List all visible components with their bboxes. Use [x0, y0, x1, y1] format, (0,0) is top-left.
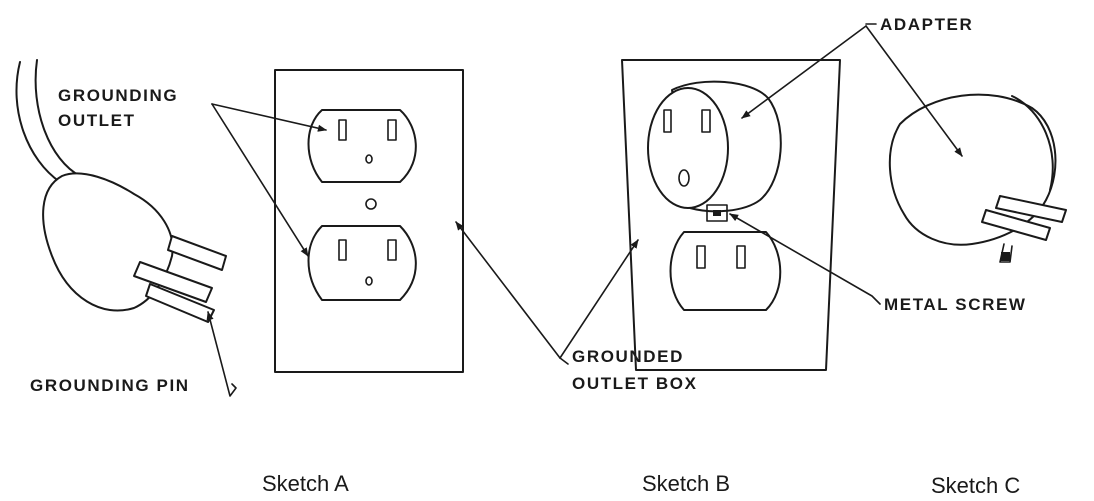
lower-ground-hole [365, 276, 373, 286]
sketch-a-plug [15, 59, 227, 323]
plug-cord-edge-left [15, 61, 61, 183]
adapter-metal-screw [706, 204, 728, 222]
leader-adapter-to-c [865, 25, 963, 157]
leader-lines [206, 23, 963, 397]
plug-cord-edge-right [34, 59, 81, 177]
plug-grounding-pin [145, 283, 215, 323]
sketch-c-prong-lower [981, 209, 1051, 241]
leader-outlet-box-tick [559, 357, 569, 365]
plug-prong-upper [167, 235, 227, 271]
upper-slot-left [338, 119, 347, 141]
label-grounded-outlet-box-line1: GROUNDED [572, 347, 684, 366]
adapter-metal-screw-hole [713, 210, 721, 216]
label-grounding-outlet-line2: OUTLET [58, 111, 136, 130]
sketch-a-outlet [274, 69, 464, 373]
lower-slot-right [387, 239, 397, 261]
label-grounded-outlet-box-line2: OUTLET BOX [572, 374, 698, 393]
caption-sketch-a: Sketch A [262, 471, 349, 496]
label-grounding-outlet-line1: GROUNDING [58, 86, 178, 105]
leader-grounding-pin [206, 311, 237, 397]
leader-grounding-outlet-upper [211, 103, 327, 132]
adapter-ground-hole [678, 169, 690, 187]
label-grounding-pin: GROUNDING PIN [30, 376, 190, 395]
upper-slot-right [387, 119, 397, 141]
sketch-b-receptacle-lower [669, 231, 782, 311]
upper-ground-hole [365, 154, 373, 164]
lower-slot-left [338, 239, 347, 261]
sketch-c-adapter-face-edge [1011, 95, 1054, 191]
leader-adapter-to-b [741, 25, 867, 119]
outlet-receptacle-upper [307, 109, 417, 183]
sketch-b-slot-left [696, 245, 706, 269]
sketch-b-slot-right [736, 245, 746, 269]
leader-outlet-box-to-b [559, 239, 639, 359]
adapter-slot-right [701, 109, 711, 133]
caption-sketch-b: Sketch B [642, 471, 730, 496]
label-metal-screw: METAL SCREW [884, 295, 1027, 314]
sketch-b-outlet [621, 59, 841, 371]
sketch-b-wall-plate [621, 59, 841, 371]
outlet-wall-plate [274, 69, 464, 373]
captions: Sketch A Sketch B Sketch C [262, 471, 1020, 498]
label-adapter: ADAPTER [880, 15, 973, 34]
leader-metal-screw [729, 213, 881, 305]
adapter-slot-left [663, 109, 672, 133]
outlet-receptacle-lower [307, 225, 417, 301]
sketch-c-adapter [888, 93, 1067, 263]
outlet-center-screw [365, 198, 377, 210]
caption-sketch-c: Sketch C [931, 473, 1020, 496]
leader-grounding-outlet-lower [211, 103, 309, 257]
labels: GROUNDING OUTLET GROUNDING PIN GROUNDED … [30, 15, 1027, 395]
adapter-front-face [647, 87, 729, 209]
sketch-c-prong-upper [995, 195, 1067, 223]
leader-outlet-box-to-a [455, 221, 561, 359]
sketch-c-grounding-tab-fill [1001, 252, 1010, 261]
plug-prong-lower [133, 261, 213, 303]
